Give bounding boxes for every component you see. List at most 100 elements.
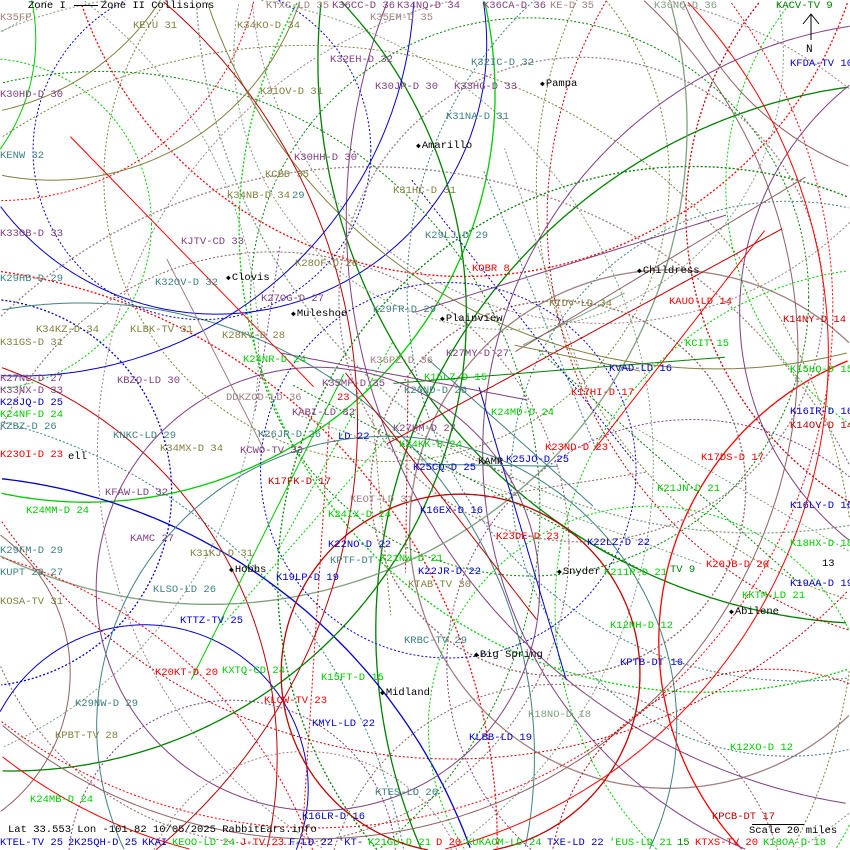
station-label[interactable]: K32OV-D 32 (155, 277, 219, 289)
station-label[interactable]: K16LY-D 16 (790, 500, 850, 512)
station-label[interactable]: K33HG-D 33 (454, 81, 518, 93)
edge-station-label[interactable]: KKAI (142, 837, 168, 849)
station-label[interactable]: KLSO-LD 26 (153, 584, 217, 596)
station-label[interactable]: K36CA-D 36 (483, 0, 547, 12)
station-label[interactable]: K19LP-D 19 (276, 572, 340, 584)
station-label[interactable]: KPCB-DT 17 (712, 811, 776, 823)
station-label[interactable]: K14NY-D 14 (783, 314, 847, 326)
station-label[interactable]: K23OI-D 23 (0, 449, 64, 461)
edge-station-label[interactable]: KUKAOM-LD 24 (466, 837, 542, 849)
station-label[interactable]: KABI-LD 32 (292, 407, 356, 419)
station-label[interactable]: K26JR-D 26 (258, 429, 322, 441)
station-label[interactable]: K22NO-D 22 (328, 539, 392, 551)
station-label[interactable]: K34NQ-D 34 (397, 0, 461, 12)
station-label[interactable]: K211R-D 21 (604, 567, 668, 579)
station-label[interactable]: KEOT-LD 31 (350, 494, 414, 506)
edge-station-label[interactable]: 'EUS-LD 21 (609, 837, 673, 849)
station-label[interactable]: K21NW-D 21 (380, 553, 444, 565)
station-label[interactable]: K34MX-D 34 (160, 443, 224, 455)
edge-station-label[interactable]: 15 (677, 837, 690, 849)
station-label[interactable]: K16LR-D 16 (302, 811, 366, 823)
station-label[interactable]: K23DE-D 23 (496, 531, 560, 543)
station-label[interactable]: K30JP-D 30 (375, 81, 439, 93)
station-label[interactable]: K24NF-D 24 (0, 409, 64, 421)
station-label[interactable]: KOSA-TV 31 (0, 596, 64, 608)
station-label[interactable]: K12NH-D 12 (610, 620, 674, 632)
station-label[interactable]: KAMC 27 (130, 533, 175, 545)
station-label[interactable]: K15LZ-D 15 (424, 372, 488, 384)
station-label[interactable]: K29FM-D 29 (0, 545, 64, 557)
station-label[interactable]: K32EH-D 32 (330, 54, 394, 66)
station-label[interactable]: KRBC-TV 29 (404, 635, 468, 647)
station-label[interactable]: KTAB-TV 30 (408, 579, 472, 591)
station-label[interactable]: K31GS-D 31 (0, 337, 64, 349)
station-label[interactable]: KPTB-DT 16 (620, 657, 684, 669)
station-label[interactable]: K34NB-D 34 (227, 190, 291, 202)
station-label[interactable]: KKTM-LD 21 (742, 590, 806, 602)
station-label[interactable]: KCIT 15 (685, 338, 730, 350)
station-label[interactable]: KFAW-LD 32 (105, 487, 169, 499)
station-label[interactable]: K28OF-D 28 (295, 258, 359, 270)
station-label[interactable]: K25JO-D 25 (506, 454, 570, 466)
station-label[interactable]: KAUO-LD 14 (669, 296, 733, 308)
station-label[interactable]: K23ND-D 23 (545, 442, 609, 454)
station-label[interactable]: K24MD-D 24 (491, 407, 555, 419)
station-label[interactable]: K17FK-D 17 (268, 476, 332, 488)
station-label[interactable]: K26ND-D 26 (404, 385, 468, 397)
edge-station-label[interactable]: D 20 (436, 837, 462, 849)
station-label[interactable]: K15FT-D 15 (321, 672, 385, 684)
edge-station-label[interactable]: 2K25QH-D 25 (68, 837, 138, 849)
station-label[interactable]: KPBT-TV 28 (55, 730, 119, 742)
station-label[interactable]: K36NQ-D 36 (654, 0, 718, 12)
station-label[interactable]: KJTV-CD 33 (181, 236, 245, 248)
station-label[interactable]: K31KJ-D 31 (190, 548, 254, 560)
edge-station-label[interactable]: TXE-LD 22 (547, 837, 604, 849)
edge-station-label[interactable]: F-LD 22 (289, 837, 334, 849)
station-label[interactable]: K27MY-D 27 (446, 348, 510, 360)
station-label[interactable]: KLCW-TV 23 (264, 695, 328, 707)
station-label[interactable]: KMYL-LD 22 (312, 718, 376, 730)
station-label[interactable]: K35FP (0, 12, 32, 24)
station-label[interactable]: K27HM-D 27 (393, 423, 457, 435)
station-label[interactable]: LD 22 (338, 431, 370, 443)
station-label[interactable]: KTES-LD 26 (375, 787, 439, 799)
station-label[interactable]: K24IX-D 24 (328, 509, 392, 521)
station-label[interactable]: KENW 32 (0, 150, 45, 162)
station-label[interactable]: K34KZ-D 34 (36, 324, 100, 336)
station-label[interactable]: K32IC-D 32 (471, 57, 535, 69)
station-label[interactable]: K28JQ-D 25 (0, 397, 64, 409)
station-label[interactable]: K31OV-D 31 (260, 86, 324, 98)
station-label[interactable]: K17DS-D 17 (701, 452, 765, 464)
station-label[interactable]: K15HQ-D 15 (790, 364, 850, 376)
edge-station-label[interactable]: K18OA-D 18 (763, 837, 827, 849)
station-label[interactable]: K12XO-D 12 (730, 742, 794, 754)
station-label[interactable]: KZBZ-D 26 (0, 421, 57, 433)
station-label[interactable]: KTTZ-TV 25 (180, 615, 244, 627)
station-label[interactable]: ell (68, 451, 87, 463)
station-label[interactable]: K29LJ-D 29 (425, 230, 489, 242)
station-label[interactable]: K27OG-D 27 (261, 293, 325, 305)
station-label[interactable]: KIDV-LD 34 (549, 298, 613, 310)
station-label[interactable]: K27NL-D 27 (0, 373, 64, 385)
station-label[interactable]: K35EM-D 35 (370, 12, 434, 24)
station-label[interactable]: K24MM-D 24 (26, 505, 90, 517)
station-label[interactable]: K36PZ-D 36 (370, 355, 434, 367)
station-label[interactable]: KVAD-LD 16 (609, 363, 673, 375)
station-label[interactable]: KUPT 29 27 (0, 567, 64, 579)
station-label[interactable]: DDKZOD-LD 36 (226, 392, 302, 404)
station-label[interactable]: KEYU 31 (133, 20, 178, 32)
station-label[interactable]: KBZO-LD 30 (117, 375, 181, 387)
station-label[interactable]: K33OB-D 33 (0, 228, 64, 240)
station-label[interactable]: K29HB-D 29 (0, 273, 64, 285)
station-label[interactable]: K24NR-D 24 (243, 354, 307, 366)
station-label[interactable]: KCBD 35 (265, 169, 310, 181)
station-label[interactable]: K35MF-D 35 (322, 378, 386, 390)
station-label[interactable]: KLBB-LD 19 (469, 732, 533, 744)
station-label[interactable]: K16IR-D 16 (790, 406, 850, 418)
station-label[interactable]: 23 (337, 392, 350, 404)
edge-station-label[interactable]: KTXS-TV 20 (695, 837, 759, 849)
station-label[interactable]: KCWO-TV 33 (240, 445, 304, 457)
station-label[interactable]: K21JN-D 21 (657, 483, 721, 495)
station-label[interactable]: K20KT-D 20 (155, 667, 219, 679)
station-label[interactable]: K33NX-D 33 (0, 385, 64, 397)
